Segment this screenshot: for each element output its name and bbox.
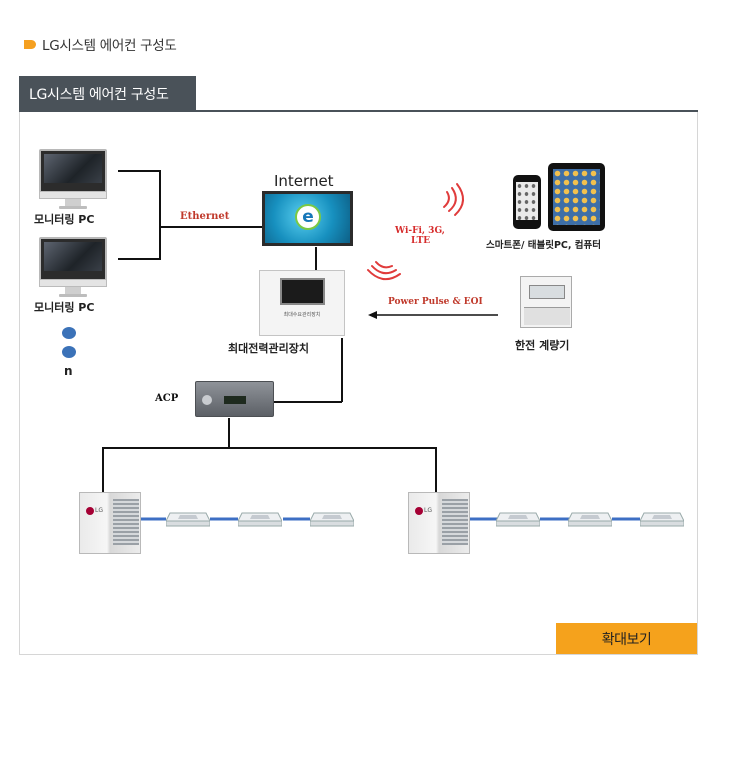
ethernet-label: Ethernet xyxy=(180,211,230,222)
cassette-unit-5 xyxy=(568,512,612,527)
devices-label: 스마트폰/ 태블릿PC, 컴퓨터 xyxy=(486,240,602,251)
power-pulse-label: Power Pulse & EOI xyxy=(388,297,483,307)
lg-logo-icon xyxy=(415,507,423,515)
internet-label: Internet xyxy=(274,172,334,190)
breadcrumb: LG시스템 에어컨 구성도 xyxy=(24,35,177,54)
tablet-icon xyxy=(548,163,605,231)
meter-label: 한전 계량기 xyxy=(515,339,570,352)
n-label: n xyxy=(64,364,73,378)
monitoring-pc-1 xyxy=(39,149,107,209)
monitoring-pc-2 xyxy=(39,237,107,297)
node-dot-2 xyxy=(62,346,76,358)
peak-power-controller: 최대수요관리장치 xyxy=(259,270,345,336)
internet-screen: e xyxy=(262,191,353,246)
monitoring-pc-1-label: 모니터링 PC xyxy=(34,213,95,226)
wifi-label-1: Wi-Fi, 3G, xyxy=(395,226,445,236)
outdoor-unit-2: LG xyxy=(408,492,470,554)
cassette-unit-4 xyxy=(496,512,540,527)
acp-unit xyxy=(195,381,274,417)
zoom-button[interactable]: 확대보기 xyxy=(556,623,697,654)
internet-explorer-icon: e xyxy=(295,204,321,230)
wifi-label-2: LTE xyxy=(411,236,431,246)
node-dot-1 xyxy=(62,327,76,339)
bullet-icon xyxy=(24,39,36,49)
monitoring-pc-2-label: 모니터링 PC xyxy=(34,301,95,314)
electric-meter-icon xyxy=(520,276,572,328)
cassette-unit-1 xyxy=(166,512,210,527)
cassette-unit-3 xyxy=(310,512,354,527)
lg-logo-icon xyxy=(86,507,94,515)
controller-screen-text: 최대수요관리장치 xyxy=(283,312,321,318)
breadcrumb-title: LG시스템 에어컨 구성도 xyxy=(42,38,177,54)
acp-label: ACP xyxy=(155,393,179,404)
outdoor-unit-1: LG xyxy=(79,492,141,554)
tab-underline xyxy=(19,110,698,112)
smartphone-icon xyxy=(513,175,541,229)
controller-label: 최대전력관리장치 xyxy=(228,342,309,355)
cassette-unit-6 xyxy=(640,512,684,527)
tab-system-diagram[interactable]: LG시스템 에어컨 구성도 xyxy=(19,76,196,111)
cassette-unit-2 xyxy=(238,512,282,527)
